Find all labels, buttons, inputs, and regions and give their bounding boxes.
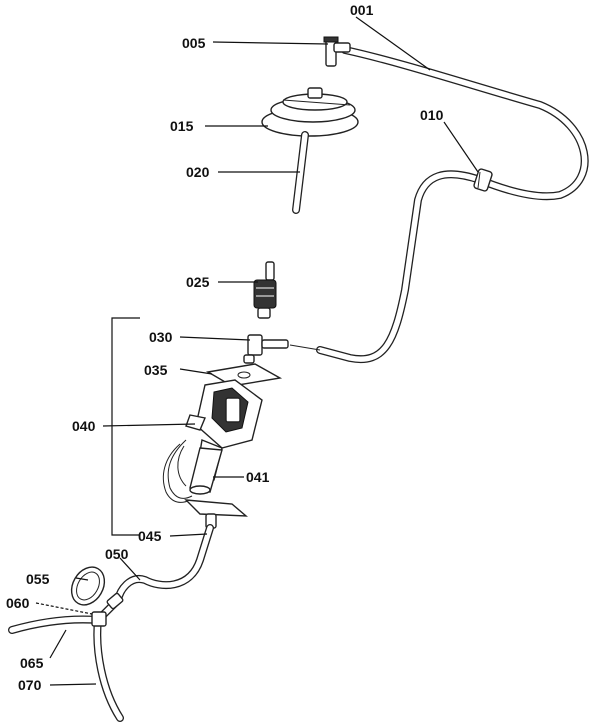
label-065: 065 — [20, 655, 44, 671]
label-025: 025 — [186, 274, 210, 290]
connector-030 — [243, 334, 289, 364]
label-001: 001 — [350, 2, 374, 18]
group-bracket — [111, 317, 140, 536]
label-035: 035 — [144, 362, 168, 378]
label-005: 005 — [182, 35, 206, 51]
outlet-plate-045 — [184, 499, 248, 529]
clamp-010 — [473, 168, 493, 192]
label-045: 045 — [138, 528, 162, 544]
clip-ring-055 — [70, 566, 106, 606]
label-040: 040 — [72, 418, 96, 434]
part-labels: 001 005 010 015 020 025 030 035 040 041 … — [6, 2, 444, 693]
label-070: 070 — [18, 677, 42, 693]
wire-harness — [162, 439, 193, 503]
hose-070 — [93, 616, 124, 722]
label-055: 055 — [26, 571, 50, 587]
label-010: 010 — [420, 107, 444, 123]
label-041: 041 — [246, 469, 270, 485]
label-030: 030 — [149, 329, 173, 345]
hose-050 — [96, 524, 214, 622]
pressure-switch-015 — [261, 87, 359, 137]
filter-valve-025 — [253, 261, 277, 319]
label-015: 015 — [170, 118, 194, 134]
t-connector-060 — [91, 611, 107, 627]
hose-065 — [8, 615, 102, 634]
label-050: 050 — [105, 546, 129, 562]
label-020: 020 — [186, 164, 210, 180]
pipe-041 — [189, 447, 223, 495]
connector-005 — [323, 36, 351, 67]
tube-020 — [292, 131, 309, 214]
leader-lines — [35, 16, 479, 686]
label-060: 060 — [6, 595, 30, 611]
hose-001 — [289, 46, 589, 364]
